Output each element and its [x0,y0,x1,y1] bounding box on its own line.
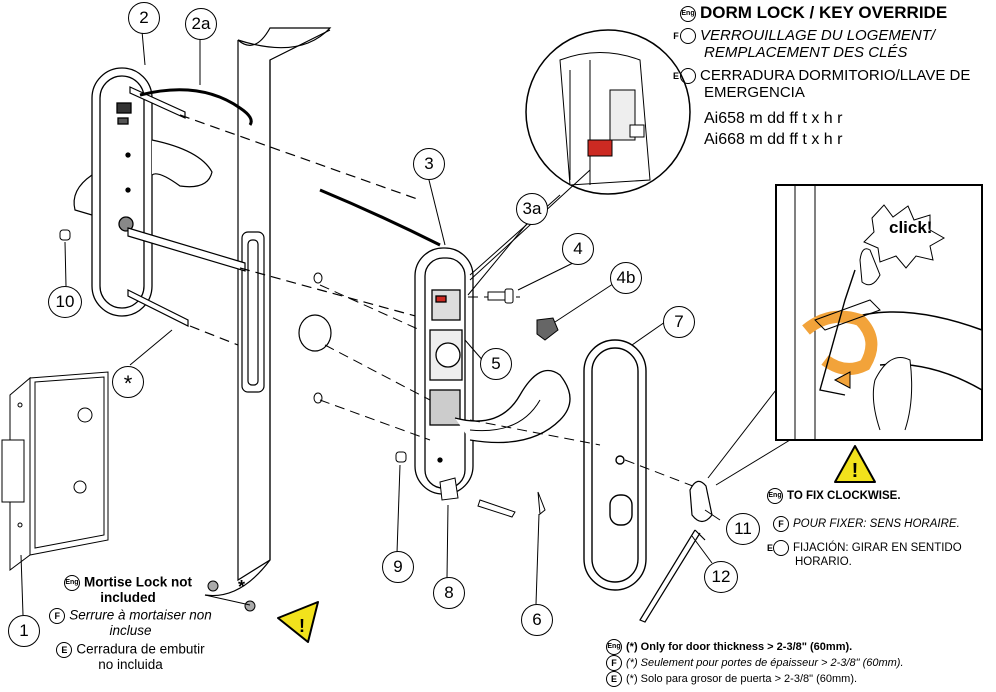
callout-2: 2 [128,2,160,34]
callout-5: 5 [480,348,512,380]
inside-escutcheon [91,67,153,317]
callout-4: 4 [562,233,594,265]
outside-escutcheon [583,339,647,591]
fix-note-fr-text: POUR FIXER: SENS HORAIRE. [793,518,960,531]
callout-10: 10 [48,286,82,318]
screw-10 [59,229,71,241]
lang-eng-badge: Eng [63,575,80,591]
lang-f-badge: F [606,655,622,671]
outside-lever [454,369,571,444]
set-screw-11 [689,480,713,523]
callout-2a: 2a [185,8,217,40]
mortise-note-fr-text: Serrure à mortaiser non incluse [69,607,212,638]
click-label: click! [889,218,933,237]
callout-3: 3 [413,148,445,180]
mortise-note-es-text: Cerradura de embutir no incluida [76,641,205,672]
wire-bundle [139,88,253,126]
thickness-note-es-text: (*) Solo para grosor de puerta > 2-3/8" … [626,672,858,685]
lang-e-badge: E [673,68,696,85]
model-code-2: Ai668 m dd ff t x h r [704,131,843,148]
title-fr-text: VERROUILLAGE DU LOGEMENT/ REMPLACEMENT D… [700,27,936,61]
lang-e-badge: E [606,671,622,687]
lang-eng-badge: Eng [680,5,696,22]
fix-note-es-text: FIJACIÓN: GIRAR EN SENTIDO HORARIO. [793,542,962,568]
thickness-note-fr: F (*) Seulement pour portes de épaisseur … [606,655,904,671]
lang-e-badge: E [767,540,789,556]
fix-note-en: Eng TO FIX CLOCKWISE. [767,488,901,504]
fix-note-fr: F POUR FIXER: SENS HORAIRE. [773,516,960,532]
title-es-text: CERRADURA DORMITORIO/LLAVE DE EMERGENCIA [700,67,971,101]
callout-star: * [112,366,144,398]
lang-e-badge: E [56,642,73,658]
assembly-lines [319,284,699,489]
thickness-note-en-text: (*) Only for door thickness > 2-3/8" (60… [626,640,853,653]
model-code-1: Ai658 m dd ff t x h r [704,110,843,127]
callout-7: 7 [663,306,695,338]
callout-9: 9 [382,551,414,583]
lang-f-badge: F [49,608,66,624]
mortise-note-en-text: Mortise Lock not included [83,574,192,605]
mortise-lock [1,371,109,571]
spindles [127,86,431,346]
fix-note-en-text: TO FIX CLOCKWISE. [787,490,901,503]
leader-lines [20,30,721,616]
allen-key-12 [639,529,706,623]
door-marker [207,580,219,592]
screw-4 [487,288,514,304]
inside-lever [151,139,213,188]
door-panel [204,27,332,597]
lang-eng-badge: Eng [767,488,783,504]
screw-6 [477,491,546,518]
door-hole [298,314,332,352]
callout-12: 12 [704,561,738,593]
outside-chassis [414,247,474,495]
callout-1: 1 [8,615,40,647]
zoom-inset-circle [525,29,691,195]
thickness-note-es: E (*) Solo para grosor de puerta > 2-3/8"… [606,671,857,687]
lang-f-badge: F [673,28,696,45]
thickness-note-fr-text: (*) Seulement pour portes de épaisseur >… [626,656,904,669]
thickness-note-en: Eng (*) Only for door thickness > 2-3/8" … [606,639,852,655]
warning-icon: ! [277,601,319,643]
svg-text:!: ! [852,460,859,482]
callout-3a: 3a [516,193,548,225]
lang-f-badge: F [773,516,789,532]
screw-9 [395,451,407,463]
title-en-text: DORM LOCK / KEY OVERRIDE [700,3,948,22]
lang-eng-badge: Eng [606,639,622,655]
callout-6: 6 [521,604,553,636]
callout-8: 8 [433,577,465,609]
callout-4b: 4b [610,262,642,294]
clockwise-inset [775,184,983,441]
callout-11: 11 [726,513,760,545]
door-thickness-mark: * [238,577,246,597]
door-marker [244,600,256,612]
cylinder-4b [536,317,559,341]
warning-icon: ! [834,445,876,483]
svg-text:!: ! [299,616,305,636]
bracket-8 [439,477,459,501]
